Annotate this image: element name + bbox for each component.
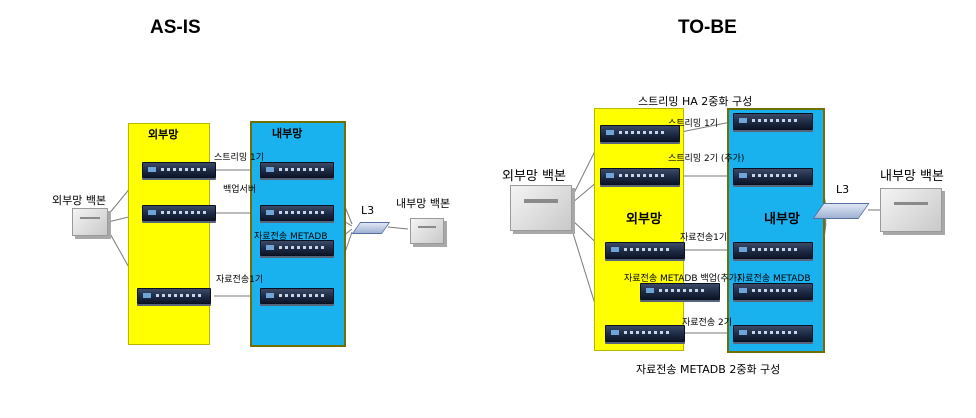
asis-internal-backbone-label: 내부망 백본 [396,197,451,210]
tobe-label-transfer2: 자료전송 2기 [682,318,732,328]
tobe-int-server-streaming-1 [733,113,813,130]
tobe-int-server-streaming-2 [733,168,813,185]
tobe-external-backbone-label: 외부망 백본 [502,169,566,184]
asis-internal-zone-label: 내부망 [272,127,303,140]
tobe-internal-zone [727,108,825,353]
asis-label-transfer: 자료전송1기 [216,275,264,285]
tobe-label-streaming2: 스트리밍 2기 (추가) [668,154,745,164]
tobe-external-zone-label: 외부망 [626,212,662,227]
asis-int-server-streaming [260,162,334,178]
tobe-label-streaming1: 스트리밍 1기 [668,119,718,129]
tobe-external-zone [594,108,684,351]
tobe-top-caption: 스트리밍 HA 2중화 구성 [638,95,753,108]
tobe-ext-server-metadb-backup [640,283,720,300]
asis-external-backbone-icon [72,208,108,236]
asis-label-metadb: 자료전송 METADB [254,232,328,242]
tobe-bottom-caption: 자료전송 METADB 2중화 구성 [636,363,781,376]
asis-int-server-transfer [260,288,334,304]
tobe-internal-zone-label: 내부망 [764,212,800,227]
tobe-ext-server-2 [600,168,680,185]
tobe-int-server-transfer-2 [733,325,813,342]
tobe-ext-server-1 [600,125,680,142]
asis-int-server-metadb [260,240,334,256]
tobe-title: TO-BE [678,17,737,38]
asis-internal-zone [250,121,346,347]
asis-title: AS-IS [150,17,201,38]
tobe-internal-backbone-label: 내부망 백본 [880,169,944,184]
asis-external-zone-label: 외부망 [148,128,179,141]
tobe-ext-server-4 [605,325,685,342]
asis-external-zone [128,123,210,345]
asis-internal-backbone-icon [410,218,444,244]
asis-label-backup: 백업서버 [223,185,257,195]
tobe-internal-backbone-icon [880,188,942,232]
tobe-ext-server-3 [605,242,685,259]
tobe-label-metadb: 자료전송 METADB [737,274,811,284]
asis-switch-label: L3 [361,204,375,217]
tobe-external-backbone-icon [510,185,572,231]
asis-ext-server-1 [142,162,216,178]
asis-external-backbone-label: 외부망 백본 [52,194,107,207]
asis-ext-server-2 [142,205,216,221]
asis-int-server-backup [260,205,334,221]
tobe-int-server-metadb [733,283,813,300]
asis-label-streaming: 스트리밍 1기 [214,153,264,163]
tobe-label-transfer1: 자료전송1기 [680,233,728,243]
asis-ext-server-3 [137,288,211,304]
tobe-switch-label: L3 [836,183,850,196]
tobe-int-server-transfer-1 [733,242,813,259]
tobe-label-metadb-backup: 자료전송 METADB 백업(추가) [624,274,741,284]
